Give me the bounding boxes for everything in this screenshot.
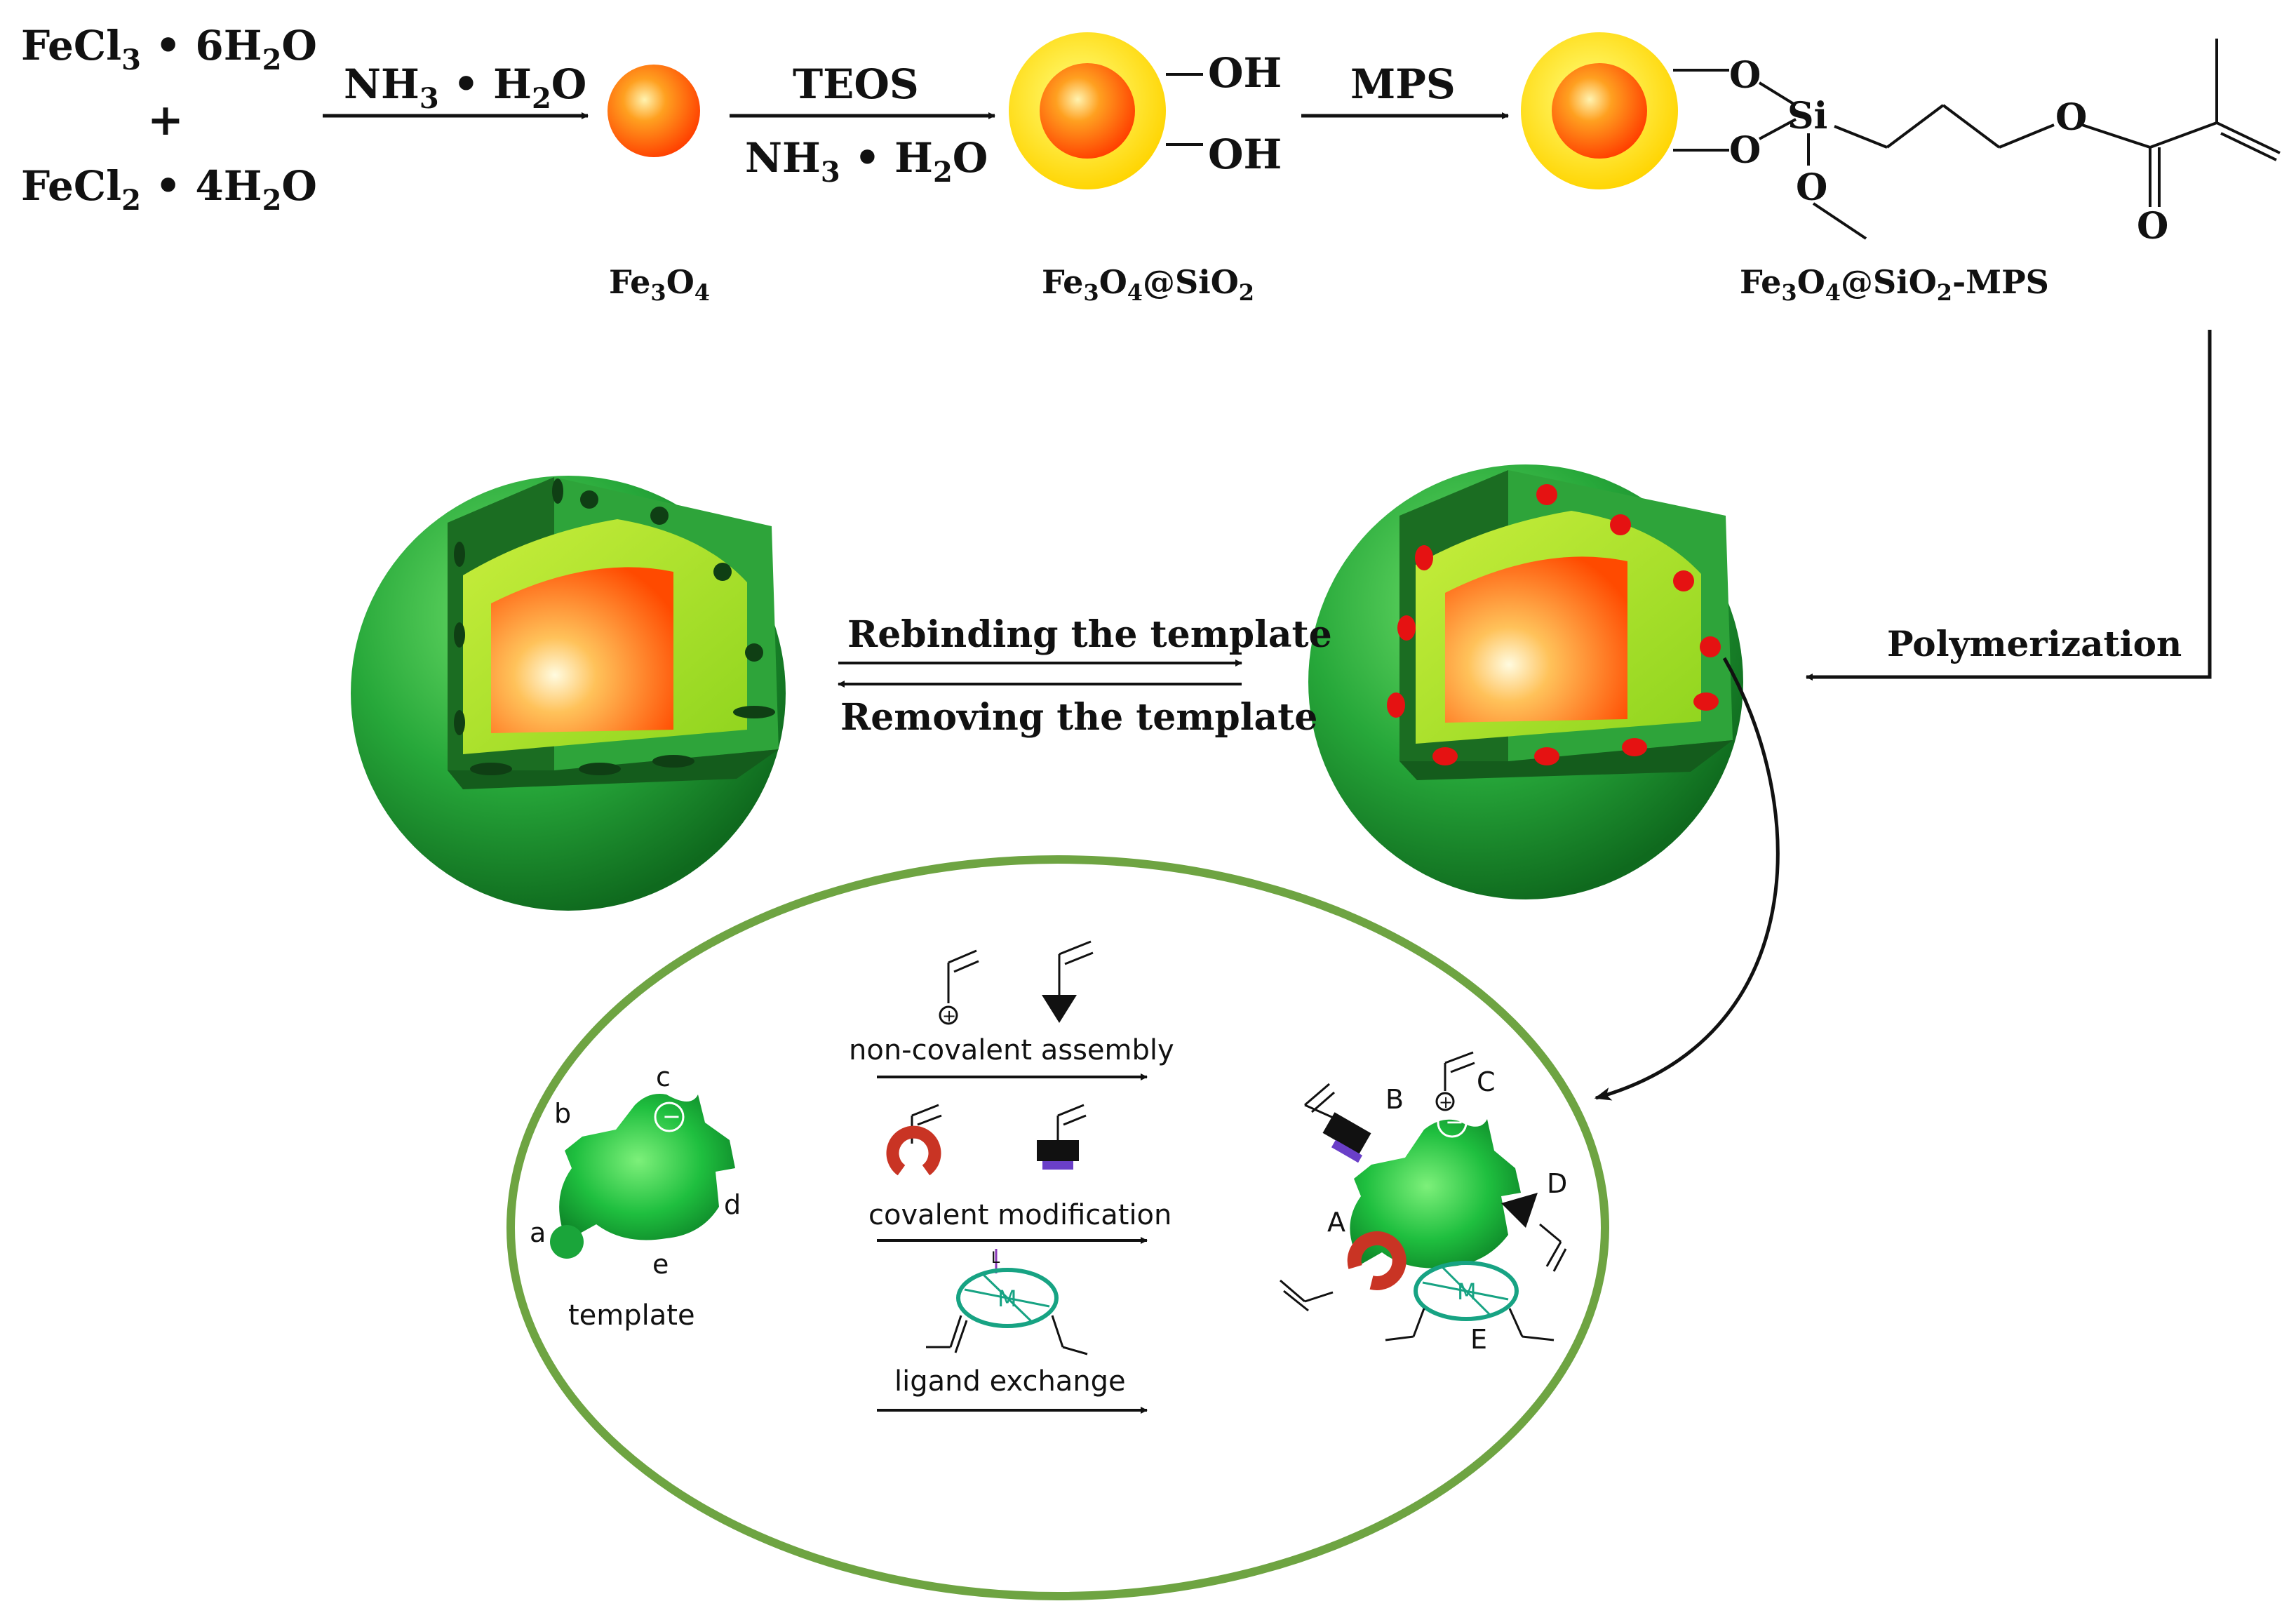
monomer-charged <box>947 949 979 1003</box>
site-e: e <box>652 1249 669 1280</box>
cation-icon <box>939 1005 958 1025</box>
black-block-icon <box>1037 1140 1079 1161</box>
arrow2-reagent-bottom: NH3 • H2O <box>745 134 988 189</box>
label-fe3o4: Fe3O4 <box>609 263 710 306</box>
assembled-minus: − <box>1445 1109 1464 1135</box>
metal-complex-spokes <box>964 1272 1050 1324</box>
metal-m: M <box>998 1285 1017 1312</box>
atom-o2: O <box>1729 129 1761 172</box>
result-c: C <box>1477 1066 1496 1097</box>
hbond-acceptor-icon <box>1042 995 1077 1023</box>
fe3o4-core <box>1040 63 1135 159</box>
label-fe3o4-sio2-mps: Fe3O4@SiO2-MPS <box>1740 263 2049 306</box>
site-c: c <box>656 1062 671 1092</box>
zoom-connector <box>1594 657 1780 1101</box>
atom-o4: O <box>2055 96 2087 139</box>
template-minus: − <box>662 1103 681 1130</box>
oh-top: OH <box>1208 49 1282 97</box>
atom-si: Si <box>1787 95 1827 138</box>
result-b: B <box>1385 1084 1404 1115</box>
mps-fe3o4-core <box>1552 63 1647 159</box>
assembled-vinyls <box>1280 1051 1567 1341</box>
mps-structure <box>1673 39 2281 240</box>
result-e: E <box>1470 1324 1487 1355</box>
site-a: a <box>530 1217 546 1248</box>
rebinding-label: Rebinding the template <box>847 613 1332 656</box>
covalent-label: covalent modification <box>868 1199 1172 1231</box>
atom-o5: O <box>2137 205 2168 248</box>
assembled-metal-m: M <box>1457 1278 1477 1305</box>
ligand-l: L <box>991 1250 1000 1267</box>
plus-sign: + <box>147 94 184 145</box>
site-d: d <box>724 1189 741 1220</box>
atom-o1: O <box>1729 54 1761 97</box>
purple-block-icon <box>1042 1161 1073 1170</box>
label-fe3o4-sio2: Fe3O4@SiO2 <box>1042 263 1254 306</box>
arrow2-reagent-top: TEOS <box>793 60 919 108</box>
metal-complex-ring <box>956 1268 1059 1328</box>
non-covalent-label: non-covalent assembly <box>849 1034 1174 1066</box>
site-b: b <box>554 1098 571 1129</box>
cation-sign: + <box>942 1006 956 1026</box>
template-molecule <box>550 1094 735 1259</box>
arrow3-reagent: MPS <box>1350 60 1456 108</box>
reactant-fecl2: FeCl2 • 4H2O <box>21 162 317 217</box>
ligand-exchange-label: ligand exchange <box>894 1365 1126 1398</box>
template-label: template <box>568 1299 695 1332</box>
atom-o3: O <box>1796 166 1827 209</box>
monomer-arrowhead <box>1058 940 1094 996</box>
monomer-block <box>1056 1104 1087 1140</box>
assembled-cation-icon <box>1435 1092 1455 1111</box>
reactant-fecl3: FeCl3 • 6H2O <box>21 22 317 76</box>
fe3o4-particle <box>607 65 700 157</box>
polymerization-arrow <box>1806 330 2212 681</box>
assembled-cation-sign: + <box>1439 1092 1453 1112</box>
mip-sphere-bound <box>1308 464 1743 899</box>
arrow1-reagent: NH3 • H2O <box>344 60 586 115</box>
red-ring-icon <box>886 1125 941 1176</box>
result-d: D <box>1547 1168 1567 1199</box>
oh-bottom: OH <box>1208 130 1282 178</box>
assembled-complex <box>1322 1107 1538 1321</box>
polymerization-label: Polymerization <box>1887 623 2182 664</box>
ligand-vinyls <box>926 1315 1088 1355</box>
result-a: A <box>1327 1207 1345 1238</box>
inset-ellipse <box>506 855 1609 1600</box>
mip-sphere-empty <box>351 476 786 911</box>
removing-label: Removing the template <box>840 696 1317 739</box>
